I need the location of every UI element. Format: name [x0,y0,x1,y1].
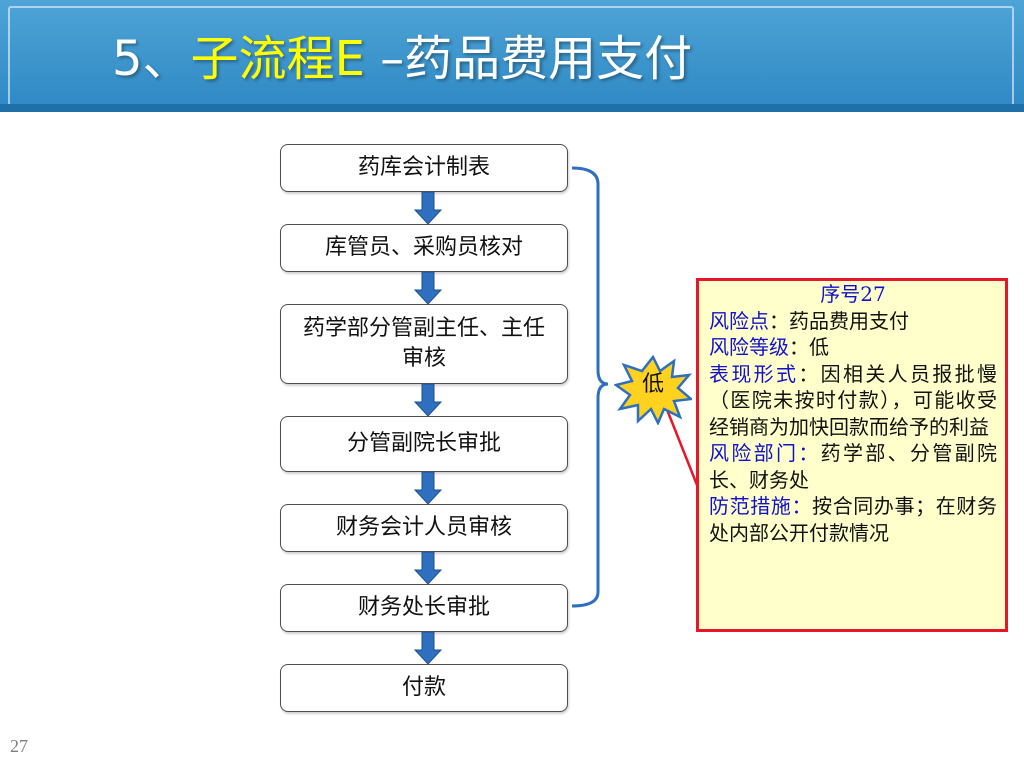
title-dash: – [364,31,405,87]
risk-dept-label: 风险部门： [709,441,821,465]
risk-measure-label: 防范措施： [709,494,813,518]
title-banner-underline [0,104,1024,112]
down-arrow-icon [414,472,442,504]
down-arrow-icon [414,192,442,224]
risk-level-burst-icon [614,355,692,425]
flow-step-1: 药库会计制表 [280,144,568,192]
flow-step-6: 财务处长审批 [280,584,568,632]
title-subprocess: 子流程 [190,31,335,87]
risk-level-badge-label: 低 [641,372,664,397]
title-main: 药品费用支付 [404,31,693,87]
risk-level-label: 风险等级 [709,335,789,359]
down-arrow-icon [414,632,442,664]
flow-step-3: 药学部分管副主任、主任审核 [280,304,568,384]
risk-serial: 序号27 [820,282,886,306]
slide-title: 5、子流程E –药品费用支付 [112,24,692,94]
flow-step-5: 财务会计人员审核 [280,504,568,552]
title-subprocess-letter: E [334,31,365,87]
risk-dept-value: 药学部、分管副院长、财务处 [709,441,998,492]
down-arrow-icon [414,272,442,304]
title-banner [0,0,1024,112]
flow-step-4: 分管副院长审批 [280,416,568,472]
down-arrow-icon [414,384,442,416]
flow-step-7: 付款 [280,664,568,712]
risk-form-label: 表现形式 [709,361,799,386]
risk-point-label: 风险点 [709,308,769,333]
risk-point-value: ：药品费用支付 [769,308,909,333]
title-number: 5、 [112,31,191,87]
risk-info-box: 序号27 风险点：药品费用支付 风险等级：低 表现形式：因相关人员报批慢（医院未按… [696,278,1008,632]
flow-step-2: 库管员、采购员核对 [280,224,568,272]
risk-level-value: ：低 [789,335,829,359]
down-arrow-icon [414,552,442,584]
steps-bracket [571,166,609,608]
page-number: 27 [10,736,28,756]
risk-form-value: ：因相关人员报批慢（医院未按时付款），可能收受经销商为加快回款而给予的利益 [709,361,998,439]
risk-measure-value: 按合同办事；在财务处内部公开付款情况 [709,494,998,545]
